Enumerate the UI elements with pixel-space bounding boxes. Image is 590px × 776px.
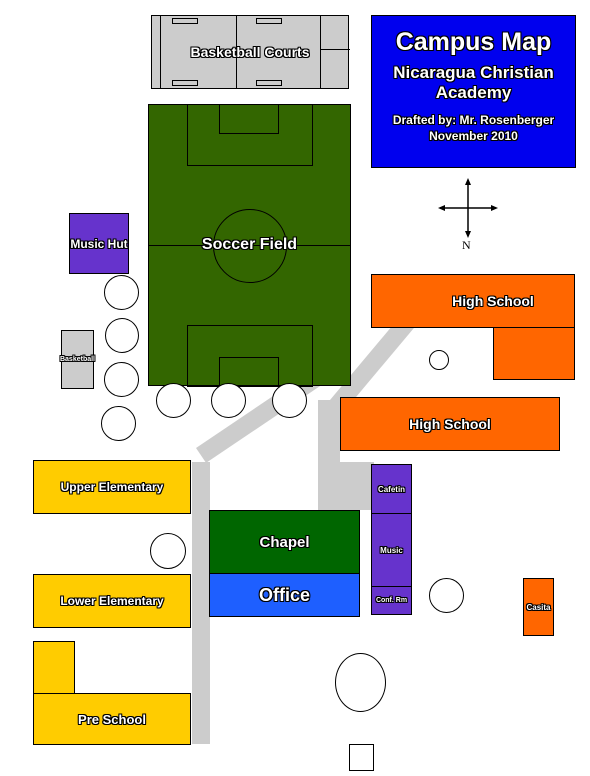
tree [272, 383, 307, 418]
casita: Casita [523, 578, 554, 636]
cafeteria-label: Cafetin [377, 484, 406, 494]
conference-room: Conf. Rm [371, 586, 412, 615]
basketball-courts: Basketball Courts [151, 15, 350, 89]
court-divider [236, 16, 237, 88]
lower-elementary: Lower Elementary [33, 574, 191, 628]
high-school-upper-wing [493, 327, 575, 380]
title-block: Campus Map Nicaragua Christian Academy D… [371, 15, 576, 168]
compass-arrows-icon [438, 178, 498, 238]
upper-elementary-label: Upper Elementary [60, 480, 164, 494]
tree [429, 578, 464, 613]
music-hut-label: Music Hut [70, 236, 128, 251]
high-school-lower-label: High School [409, 416, 491, 432]
tree [156, 383, 191, 418]
tree [211, 383, 246, 418]
compass-north-label: N [462, 238, 471, 252]
small-structure [349, 744, 374, 771]
court-line-left [160, 16, 161, 88]
tree [150, 533, 186, 569]
cafeteria: Cafetin [371, 464, 412, 514]
court-line [320, 49, 350, 50]
high-school-lower: High School [340, 397, 560, 451]
map-title: Campus Map [395, 28, 552, 56]
soccer-field-label: Soccer Field [201, 236, 298, 253]
tree [101, 406, 136, 441]
casita-label: Casita [526, 602, 551, 612]
draft-date: November 2010 [429, 129, 518, 143]
tree [104, 275, 139, 310]
tree [429, 350, 449, 370]
path-vertical-left [192, 462, 210, 744]
high-school-upper-label: High School [452, 293, 534, 309]
basketball-courts-label: Basketball Courts [190, 44, 310, 60]
field-center-circle [213, 209, 287, 283]
tree [104, 362, 139, 397]
path-horizontal-to-cafe [318, 462, 374, 510]
hoop-box [256, 18, 282, 24]
soccer-field: Soccer Field [148, 104, 351, 387]
chapel: Chapel [209, 510, 360, 574]
hoop-box [172, 80, 198, 86]
school-name-line2: Academy [435, 83, 512, 102]
hoop-box [256, 80, 282, 86]
basketball-small-label: Basketball [59, 356, 96, 363]
pre-school-label: Pre School [78, 711, 146, 727]
conference-room-label: Conf. Rm [375, 597, 408, 604]
school-name-line1: Nicaragua Christian [393, 63, 554, 82]
upper-elementary: Upper Elementary [33, 460, 191, 514]
compass: N [438, 178, 498, 254]
field-goal-box-bottom [219, 357, 279, 387]
chapel-label: Chapel [259, 533, 310, 551]
large-tree [335, 653, 386, 712]
music-hut: Music Hut [69, 213, 129, 274]
hoop-box [172, 18, 198, 24]
basketball-small-court: Basketball [59, 330, 96, 389]
music-building: Music [371, 513, 412, 587]
office: Office [209, 573, 360, 617]
pre-school: Pre School [33, 693, 191, 745]
field-goal-box-top [219, 104, 279, 134]
music-building-label: Music [380, 545, 403, 555]
office-label: Office [258, 584, 310, 605]
lower-elementary-label: Lower Elementary [60, 594, 164, 608]
court-divider-2 [320, 16, 321, 88]
drafted-by: Drafted by: Mr. Rosenberger [392, 113, 555, 127]
tree [105, 318, 139, 353]
pre-school-wing [33, 641, 75, 695]
high-school-upper: High School [371, 274, 575, 328]
